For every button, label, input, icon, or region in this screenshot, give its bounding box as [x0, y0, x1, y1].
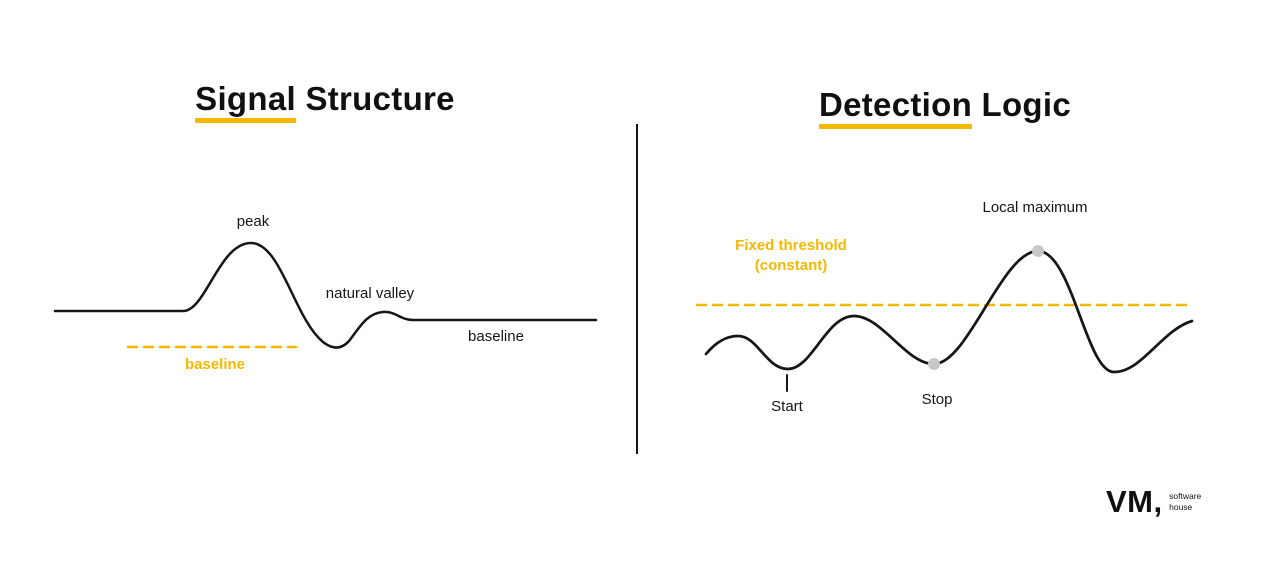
- local-maximum-dot: [1032, 245, 1044, 257]
- panel-divider: [636, 124, 638, 454]
- start-label: Start: [771, 398, 803, 415]
- signal-curve: [53, 241, 598, 349]
- natural-valley-label: natural valley: [325, 285, 415, 302]
- baseline-dashed-label: baseline: [184, 356, 246, 373]
- right-panel-title: Detection Logic: [818, 86, 1072, 129]
- fixed-threshold-label-line1: Fixed threshold: [735, 237, 847, 254]
- logo-tagline: software house: [1169, 491, 1201, 512]
- right-title-rest: Logic: [972, 86, 1072, 123]
- peak-label: peak: [236, 213, 270, 230]
- logo-tagline-line2: house: [1169, 501, 1193, 512]
- right-title-underlined-word: Detection: [818, 86, 973, 129]
- local-maximum-label: Local maximum: [982, 199, 1088, 216]
- logo-wordmark: VM: [1106, 484, 1154, 519]
- stop-dot: [928, 358, 940, 370]
- left-title-rest: Structure: [295, 80, 455, 117]
- left-title-underlined-word: Signal: [195, 80, 296, 123]
- fixed-threshold-label-line2: (constant): [754, 257, 828, 274]
- vm-software-house-logo: VM, software house: [1106, 486, 1201, 517]
- logo-comma: ,: [1153, 484, 1163, 519]
- baseline-curve-label: baseline: [468, 328, 524, 345]
- left-panel-title: Signal Structure: [195, 80, 455, 123]
- stop-label: Stop: [921, 391, 953, 408]
- logo-tagline-line1: software: [1169, 490, 1202, 501]
